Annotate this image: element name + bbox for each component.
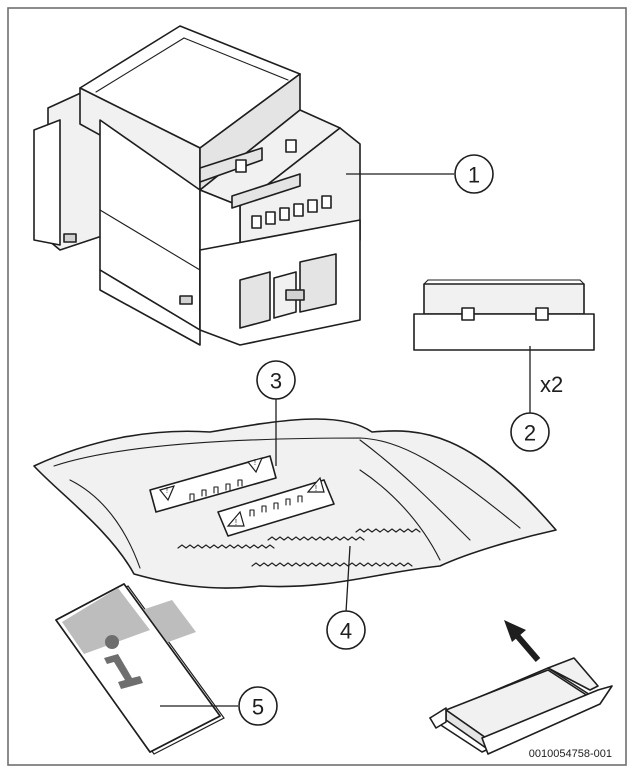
svg-text:!: ! (166, 486, 168, 495)
callout-1-label: 1 (468, 163, 480, 188)
callout-3-label: 3 (270, 369, 282, 394)
info-icon (104, 635, 143, 689)
callout-5: 5 (238, 686, 278, 726)
mounting-strip-lower: ! ! (217, 476, 335, 537)
leader-lines (160, 173, 531, 707)
callout-5-label: 5 (252, 695, 264, 720)
callout-1: 1 (454, 154, 494, 194)
callout-2-label: 2 (524, 421, 536, 446)
instruction-booklet (55, 583, 225, 755)
mounting-strip-upper: ! ! (149, 455, 277, 513)
callout-4-label: 4 (340, 619, 352, 644)
quantity-note: x2 (540, 372, 563, 397)
callout-3: 3 (256, 360, 296, 400)
warning-triangle-icon: ! (158, 485, 176, 502)
callout-2: 2 (510, 412, 550, 452)
terminal-row (251, 195, 332, 229)
callout-4: 4 (326, 610, 366, 650)
warning-triangle-icon: ! (226, 510, 245, 527)
svg-text:!: ! (235, 518, 237, 527)
terminal-cover (413, 279, 595, 351)
arrow-icon (504, 620, 541, 662)
controller-module (33, 25, 361, 346)
warning-triangle-icon: ! (246, 457, 264, 474)
svg-text:!: ! (254, 458, 256, 467)
warning-triangle-icon: ! (306, 476, 325, 493)
diagram-frame (7, 7, 627, 766)
packaging-box (429, 620, 613, 755)
mounting-strips: ! ! ! ! (149, 455, 335, 537)
reference-code: 0010054758-001 (529, 748, 612, 760)
svg-text:!: ! (315, 484, 317, 493)
